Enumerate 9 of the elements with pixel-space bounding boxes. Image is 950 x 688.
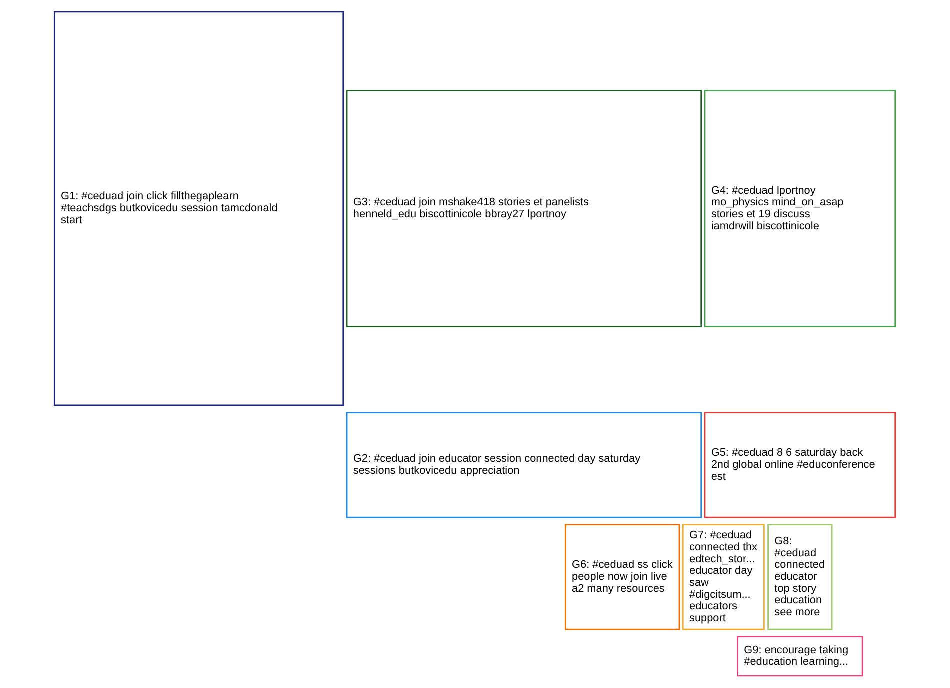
node-box: G1: #ceduad join click fillthegaplearn #teachsdgs butkovicedu session tamcdonald start (54, 11, 344, 406)
node-box: G8: #ceduad connected educator top story education see more (768, 524, 833, 630)
node-box: G2: #ceduad join educator session connected day saturday sessions butkovicedu appreciation (346, 412, 702, 518)
node-box: G9: encourage taking #education learning... (737, 636, 864, 677)
node-box: G6: #ceduad ss click people now join live a2 many resources (564, 524, 680, 630)
node-box: G5: #ceduad 8 6 saturday back 2nd global online #educonference est (704, 412, 896, 518)
node-box: G4: #ceduad lportnoy mo_physics mind_on_asap stories et 19 discuss iamdrwill biscottinicole (704, 90, 896, 328)
node-box: G3: #ceduad join mshake418 stories et panelists henneld_edu biscottinicole bbray27 lportnoy (346, 90, 702, 328)
node-box: G7: #ceduad connected thx edtech_stor... educator day saw #digcitsum... educators support (682, 524, 765, 630)
